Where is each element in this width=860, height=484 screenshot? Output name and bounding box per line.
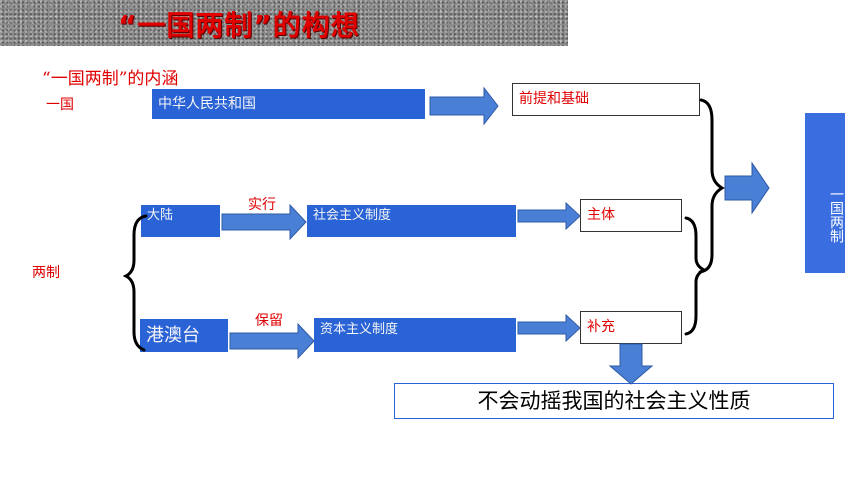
title-banner	[0, 0, 568, 46]
label-baoliu: 保留	[255, 313, 283, 329]
box-main-body: 主体	[580, 199, 682, 232]
brace-liang-zhi	[122, 214, 148, 352]
arrow-down-to-conclusion	[608, 343, 654, 385]
box-socialist-system: 社会主义制度	[307, 205, 516, 237]
label-yi-guo: 一国	[46, 97, 74, 113]
label-liang-zhi: 两制	[32, 265, 60, 281]
arrow-mainland-to-socialist	[221, 203, 307, 241]
yiguo-liangzhi-text: 一国两制	[828, 187, 844, 243]
box-hk-macau-tw: 港澳台	[140, 319, 228, 352]
arrow-socialist-to-mainbody	[517, 201, 581, 231]
box-prc: 中华人民共和国	[152, 89, 425, 119]
arrow-brace-to-bar	[724, 161, 770, 215]
arrow-prc-to-premise	[429, 86, 499, 126]
yiguo-liangzhi-bar	[805, 113, 845, 273]
section-subtitle: “一国两制”的内涵	[42, 69, 179, 89]
arrow-capitalist-to-supplement	[517, 313, 581, 343]
box-capitalist-system: 资本主义制度	[314, 318, 516, 352]
box-premise: 前提和基础	[512, 83, 700, 116]
arrow-hk-to-capitalist	[229, 322, 315, 360]
conclusion-box: 不会动摇我国的社会主义性质	[394, 383, 834, 419]
label-shixing: 实行	[248, 197, 276, 213]
brace-right-small	[684, 216, 708, 336]
brace-right-main	[698, 98, 725, 274]
box-mainland: 大陆	[141, 205, 220, 237]
page-title: “一国两制”的构想	[118, 9, 360, 42]
